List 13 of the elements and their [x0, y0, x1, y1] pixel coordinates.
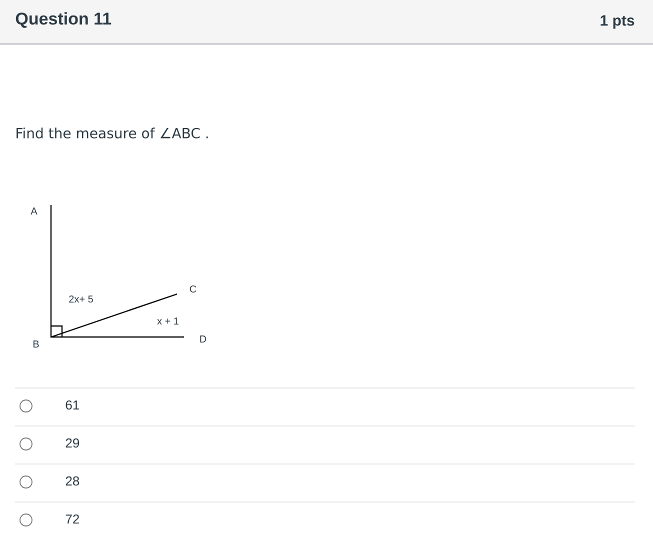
answer-option: 72 [66, 514, 79, 524]
angle-label: x + 1 [157, 318, 178, 324]
point-label: B [33, 340, 39, 348]
question-text: Find the measure of ∠ABC . [16, 128, 208, 138]
answer-option: 61 [66, 400, 80, 410]
question-title: Question 11 [16, 12, 112, 28]
points-label: 1 pts [600, 15, 634, 29]
point-label: A [30, 208, 38, 214]
point-label: C [190, 285, 196, 293]
angle-label: 2x+ 5 [69, 295, 93, 303]
answer-option: 28 [66, 476, 80, 486]
point-label: D [200, 336, 206, 342]
answer-option: 29 [66, 438, 80, 448]
